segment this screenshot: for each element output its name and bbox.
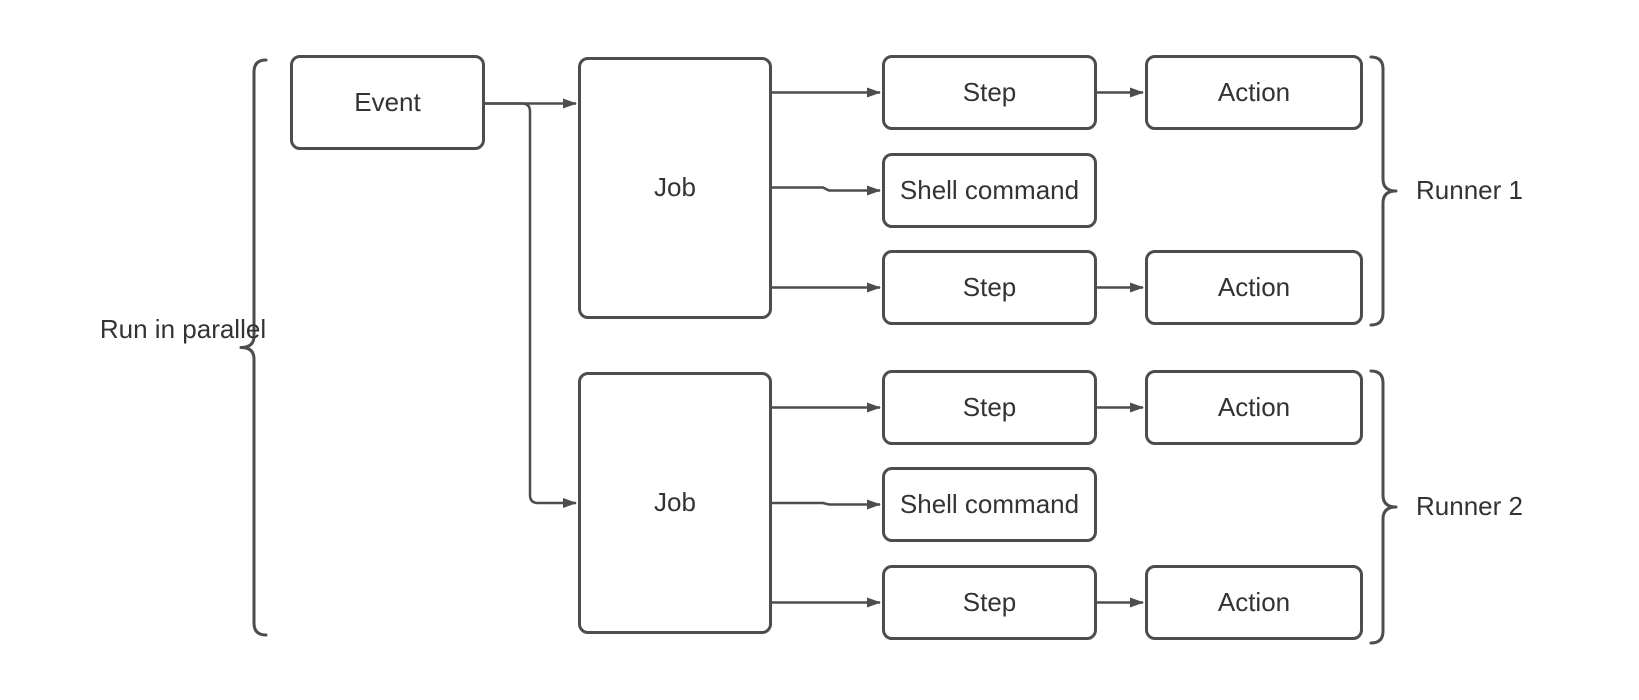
shell-command-2-box: Shell command (882, 467, 1097, 542)
runner-2-brace (1369, 369, 1398, 645)
runner-1-label: Runner 1 (1416, 175, 1523, 205)
edge-job-1-shell-1 (772, 185, 881, 196)
job-2-box: Job (578, 372, 772, 634)
action-1-1-box: Action (1145, 55, 1363, 130)
shell-command-1-box: Shell command (882, 153, 1097, 228)
action-2-1-box: Action (1145, 370, 1363, 445)
parallel-brace (239, 58, 268, 637)
edge-job-2-shell-2 (772, 499, 881, 510)
run-in-parallel-label: Run in parallel (99, 314, 267, 344)
step-1-2-box: Step (882, 250, 1097, 325)
job-1-box: Job (578, 57, 772, 319)
event-box: Event (290, 55, 485, 150)
runner-2-label: Runner 2 (1416, 491, 1523, 521)
action-2-2-box: Action (1145, 565, 1363, 640)
edge-event-job-2 (485, 102, 577, 508)
step-2-1-box: Step (882, 370, 1097, 445)
runner-1-brace (1369, 55, 1398, 327)
step-1-1-box: Step (882, 55, 1097, 130)
step-2-2-box: Step (882, 565, 1097, 640)
action-1-2-box: Action (1145, 250, 1363, 325)
